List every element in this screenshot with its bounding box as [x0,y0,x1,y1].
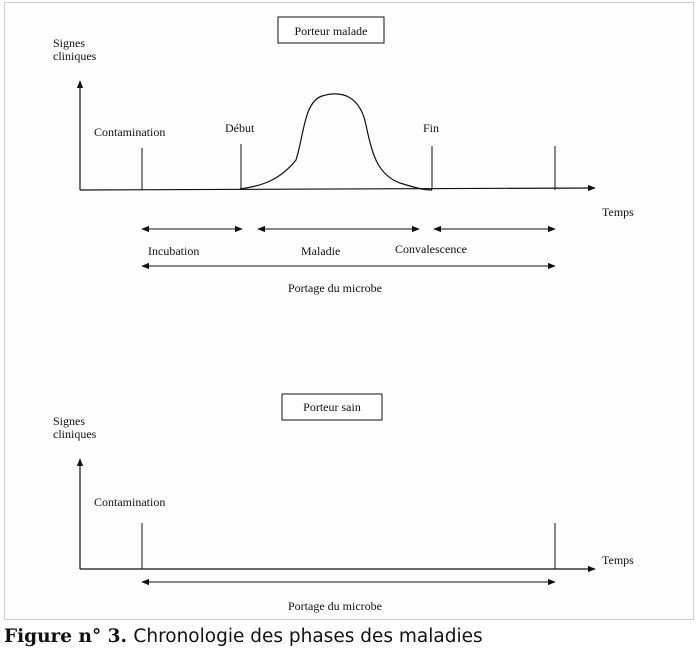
debut-label: Début [225,121,255,135]
top-title-box [277,16,385,44]
top-portage-label: Portage du microbe [288,281,382,295]
top-x-axis-label: Temps [602,205,634,219]
maladie-label: Maladie [301,244,340,258]
bottom-contamination-label: Contamination [94,495,165,509]
bottom-portage-label: Portage du microbe [288,599,382,613]
bottom-y-axis-label-line2: cliniques [53,427,97,441]
figure-caption: Figure n° 3. Chronologie des phases des … [4,626,483,647]
top-y-axis-label-line1: Signes [53,36,85,50]
caption-prefix: Figure n° 3. [4,626,127,647]
clinical-signs-curve [239,93,433,191]
fin-label: Fin [423,121,439,135]
top-title-text: Porteur malade [295,24,368,38]
bottom-y-axis-label-line1: Signes [53,414,85,428]
figure-frame [4,2,694,620]
bottom-panel: Porteur sain Signes cliniques Temps Cont… [53,393,634,613]
convalescence-label: Convalescence [395,242,467,256]
bottom-title-box [281,393,383,421]
top-x-axis [79,184,596,192]
bottom-x-axis-label: Temps [602,553,634,567]
diagram: Porteur malade Signes cliniques Temps Co… [53,16,634,613]
caption-text: Chronologie des phases des maladies [133,626,483,647]
top-panel: Porteur malade Signes cliniques Temps Co… [53,16,634,295]
top-contamination-label: Contamination [94,125,165,139]
bottom-title-text: Porteur sain [303,400,361,414]
incubation-label: Incubation [148,244,199,258]
top-y-axis-label-line2: cliniques [53,49,97,63]
